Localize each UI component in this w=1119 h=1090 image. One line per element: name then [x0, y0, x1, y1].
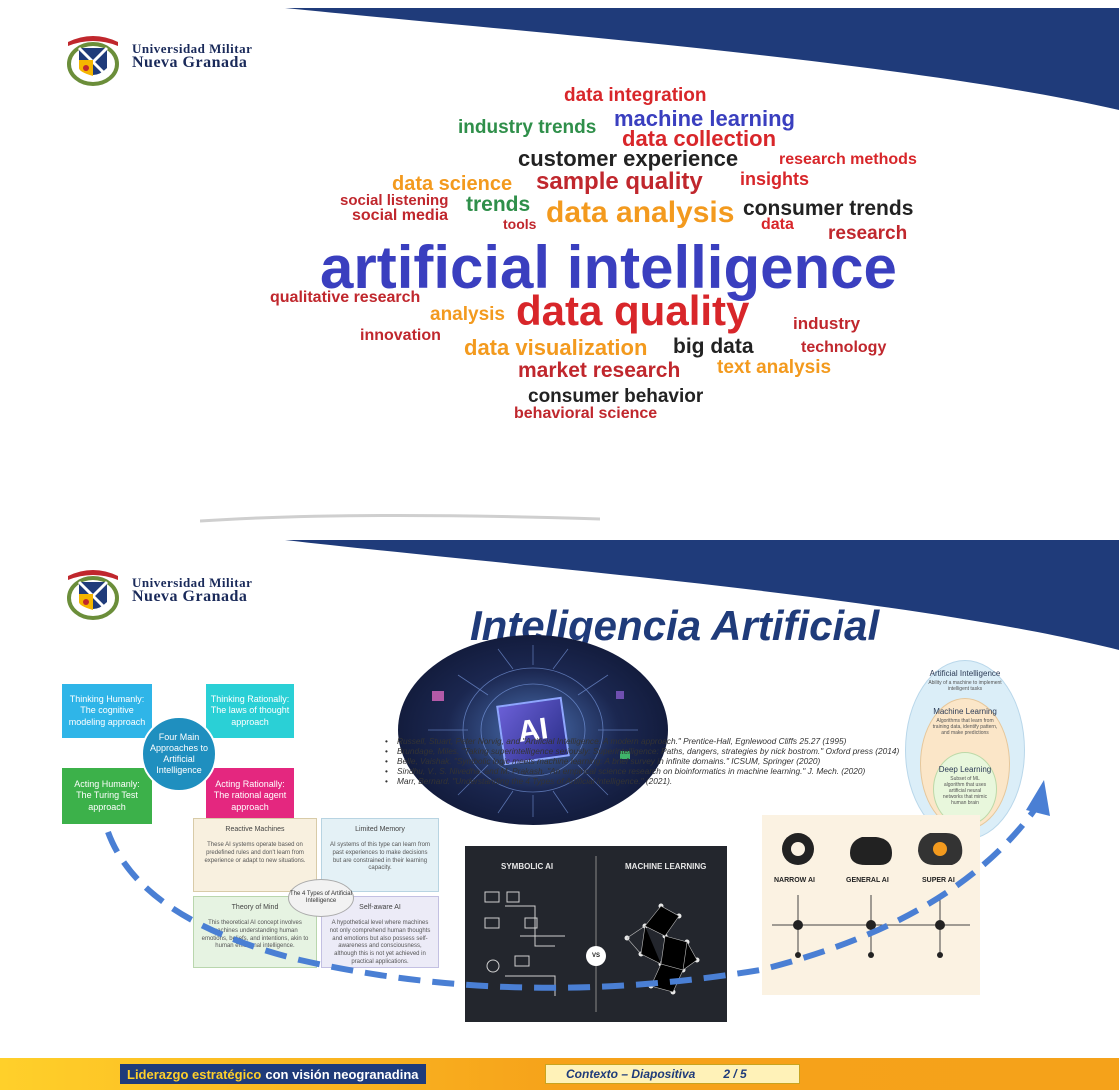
word: tools [503, 216, 537, 232]
type-limited: Limited Memory AI systems of this type c… [321, 818, 439, 892]
nested-ml-title: Machine Learning [933, 707, 997, 716]
approach-thinking-humanly: Thinking Humanly: The cognitive modeling… [62, 684, 152, 738]
type-limited-title: Limited Memory [355, 826, 405, 833]
tagline-strong: Liderazgo estratégico [127, 1066, 262, 1082]
ai-levels-image: NARROW AI GENERAL AI SUPER AI [762, 815, 980, 995]
word: text analysis [717, 357, 832, 378]
bottom-divider [200, 513, 600, 523]
word: machine learning [614, 106, 795, 131]
footer-context: Contexto – Diapositiva 2 / 5 [545, 1064, 800, 1084]
word: consumer trends [743, 197, 914, 220]
approach-acting-humanly: Acting Humanly: The Turing Test approach [62, 768, 152, 824]
university-logo: Universidad Militar Nueva Granada [62, 28, 252, 86]
word: data visualization [464, 335, 648, 360]
word: innovation [360, 327, 441, 344]
narrow-ai-label: NARROW AI [774, 877, 815, 884]
general-ai-label: GENERAL AI [846, 877, 889, 884]
type-reactive: Reactive Machines These AI systems opera… [193, 818, 317, 892]
header-swoosh [285, 8, 1119, 110]
word: customer experience [518, 146, 739, 171]
word: research methods [779, 151, 917, 168]
reference-item: Sindhu, V., S. Nivedha, and M. Prakash. … [385, 766, 1115, 776]
word: consumer behavior [528, 386, 704, 407]
word: data science [392, 173, 513, 195]
logo-line-2: Nueva Granada [132, 54, 248, 72]
word: trends [466, 193, 531, 216]
crest-icon [67, 570, 119, 620]
approach-acting-rationally: Acting Rationally: The rational agent ap… [206, 768, 294, 824]
context-label: Contexto – Diapositiva [566, 1067, 696, 1081]
word: data quality [516, 287, 750, 334]
references-list: Russell, Stuart, Peter Norvig, and "Arti… [385, 736, 1115, 786]
nested-ai-title: Artificial Intelligence [929, 669, 1001, 678]
tagline-rest: con visión neogranadina [265, 1066, 419, 1082]
word: market research [518, 359, 681, 382]
word: research [828, 223, 908, 244]
slide-wordcloud: Universidad Militar Nueva Granada data i… [0, 0, 1119, 530]
university-logo: Universidad Militar Nueva Granada [62, 562, 252, 620]
word: artificial intelligence [320, 234, 897, 301]
type-theory-text: This theoretical AI concept involves mac… [201, 920, 309, 950]
word: data integration [564, 85, 707, 106]
word: analysis [430, 304, 505, 325]
word: social media [352, 207, 449, 224]
footer-bar: Liderazgo estratégico con visión neogran… [0, 1058, 1119, 1090]
types-center: The 4 Types of Artificial Intelligence [288, 879, 354, 917]
footer-tagline: Liderazgo estratégico con visión neogran… [120, 1064, 426, 1084]
word: technology [801, 339, 887, 356]
word: qualitative research [270, 289, 421, 306]
reference-item: Marr, Bernard. "Understanding the 4 Type… [385, 776, 1115, 786]
header-swoosh [285, 540, 1119, 650]
slide-ai: Universidad Militar Nueva Granada Inteli… [0, 540, 1119, 1090]
page-indicator: 2 / 5 [723, 1067, 747, 1081]
vs-badge: VS [586, 946, 606, 966]
symbolic-vs-ml-image: SYMBOLIC AI MACHINE LEARNING VS [465, 846, 727, 1022]
type-limited-text: AI systems of this type can learn from p… [329, 842, 431, 872]
ai-brain-image: AI [398, 635, 668, 825]
word: social listening [340, 192, 449, 209]
word: data [761, 216, 794, 233]
reference-item: Russell, Stuart, Peter Norvig, and "Arti… [385, 736, 1115, 746]
nested-ml-sub: Algorithms that learn from training data… [932, 718, 998, 736]
logo-line-1: Universidad Militar [132, 40, 253, 56]
nested-ai-sub: Ability of a machine to implement intell… [928, 680, 1002, 692]
logo-line-1: Universidad Militar [132, 574, 253, 590]
ai-levels-icons [772, 833, 970, 958]
word: behavioral science [514, 405, 658, 422]
super-ai-label: SUPER AI [922, 877, 955, 884]
type-reactive-text: These AI systems operate based on predef… [204, 842, 306, 864]
word-cloud: data integration industry trends machine… [0, 0, 1119, 530]
word: industry trends [458, 117, 597, 138]
reference-item: Belle, Vaishak. "Symbolic logic meets ma… [385, 756, 1115, 766]
approaches-center: Four Main Approaches to Artificial Intel… [141, 716, 217, 792]
approach-thinking-rationally: Thinking Rationally: The laws of thought… [206, 684, 294, 738]
word: sample quality [536, 168, 703, 195]
type-reactive-title: Reactive Machines [225, 826, 285, 833]
symbolic-diagram [484, 856, 700, 1012]
crest-icon [67, 36, 119, 86]
logo-line-2: Nueva Granada [132, 588, 248, 606]
word: data analysis [546, 196, 735, 229]
word: big data [673, 335, 754, 358]
word: insights [740, 169, 810, 189]
word: data collection [622, 126, 777, 151]
reference-item: Brundage, Miles. "Taking superintelligen… [385, 746, 1115, 756]
word: industry [793, 314, 861, 333]
type-selfaware-text: A hypothetical level where machines not … [329, 920, 431, 966]
